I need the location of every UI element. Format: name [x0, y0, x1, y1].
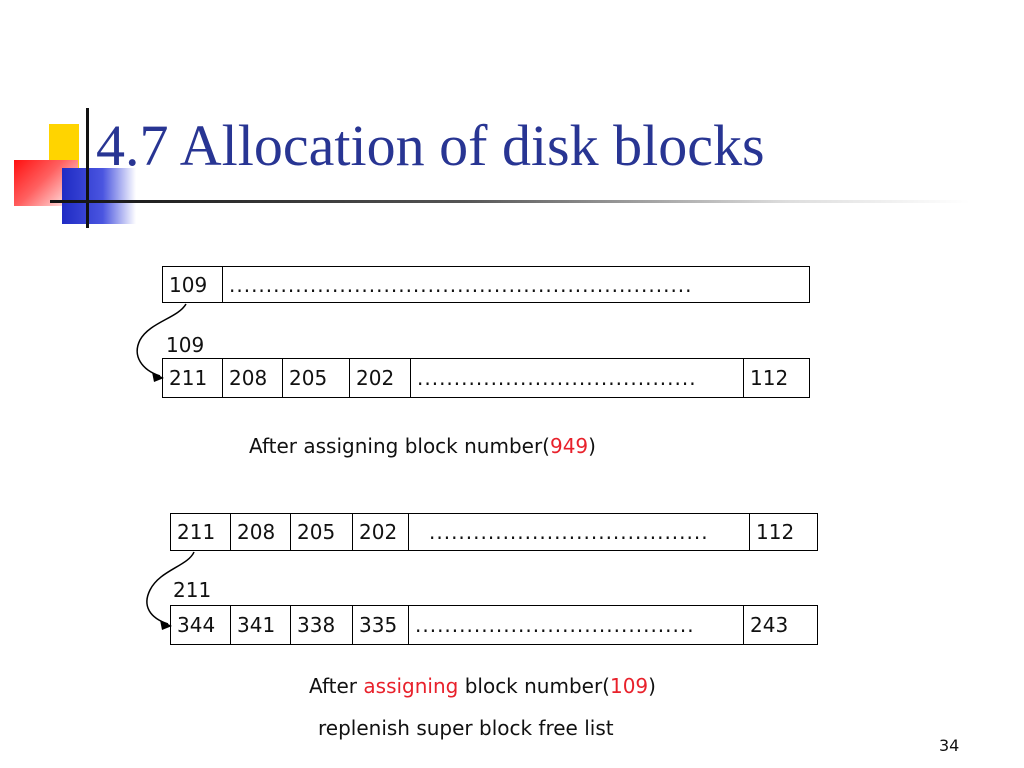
cell: 211 — [171, 514, 231, 550]
caption-2: After assigning block number(109) — [309, 674, 656, 698]
cell: 208 — [231, 514, 291, 550]
logo-blue-square — [62, 168, 136, 224]
caption-2-pre: After — [309, 674, 364, 698]
slide-logo — [0, 0, 140, 230]
page-number: 34 — [939, 736, 960, 755]
arrow-connector-1 — [136, 303, 187, 377]
cell: 202 — [350, 359, 411, 397]
cell: 112 — [756, 520, 795, 544]
caption-1-number: 949 — [549, 434, 589, 458]
caption-1-close: ) — [588, 434, 596, 458]
slide-title: 4.7 Allocation of disk blocks — [96, 113, 765, 178]
logo-vertical-line — [86, 108, 89, 228]
cell: 338 — [291, 606, 353, 644]
block-list-row-1: 211 208 205 202 ........................… — [162, 358, 810, 398]
caption-1: After assigning block number(949) — [249, 434, 596, 458]
arrow-connector-2 — [146, 551, 195, 625]
cell-dots: ...................................... — [409, 514, 750, 550]
cell: 109 — [163, 267, 223, 302]
cell: 344 — [171, 606, 231, 644]
caption-2-number: 109 — [609, 674, 649, 698]
title-underline — [50, 200, 970, 203]
super-block-free-list-row-2: 211 208 205 202 ........................… — [170, 513, 818, 551]
cell: 205 — [283, 359, 350, 397]
cell: 243 — [750, 613, 789, 637]
cell: 208 — [223, 359, 283, 397]
caption-2-mid: block number( — [458, 674, 610, 698]
cell: 341 — [231, 606, 291, 644]
super-block-free-list-row-1: 109 ....................................… — [162, 266, 810, 303]
cell: 211 — [163, 359, 223, 397]
caption-2-highlight: assigning — [363, 674, 459, 698]
cell-dots: ...................................... — [409, 606, 744, 644]
cell: 205 — [291, 514, 353, 550]
cell-dots: ...................................... — [411, 359, 744, 397]
cell-dots: ........................................… — [229, 272, 693, 297]
caption-2-close: ) — [648, 674, 656, 698]
cell: 202 — [353, 514, 409, 550]
cell: 112 — [750, 366, 789, 390]
block-list-row-2: 344 341 338 335 ........................… — [170, 605, 818, 645]
arrowhead-1 — [152, 372, 164, 382]
arrowhead-2 — [160, 620, 172, 630]
link-label-2: 211 — [173, 578, 212, 602]
caption-1-text: After assigning block number( — [249, 434, 550, 458]
cell: 335 — [353, 606, 409, 644]
link-label-1: 109 — [166, 333, 205, 357]
caption-3: replenish super block free list — [318, 716, 614, 740]
